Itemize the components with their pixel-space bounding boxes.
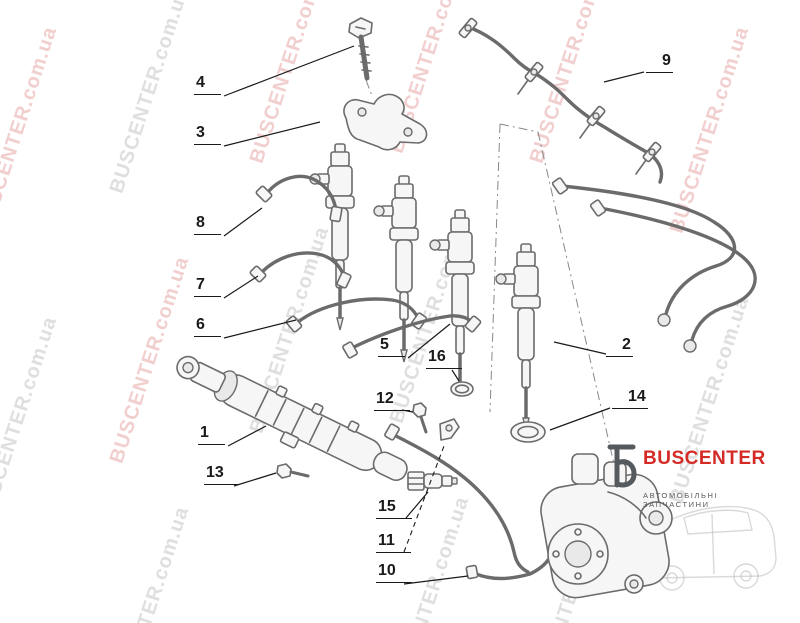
part-label-12: 12 (374, 390, 410, 411)
part-label-1: 1 (198, 424, 225, 445)
part-label-4: 4 (194, 74, 221, 95)
part-label-14: 14 (612, 388, 648, 409)
hp-pipe-part8 (255, 174, 343, 223)
part-label-7: 7 (194, 276, 221, 297)
part-label-8: 8 (194, 214, 221, 235)
washer-part14 (510, 421, 546, 443)
fuel-pump (540, 453, 673, 599)
mounting-bolt-part4 (348, 17, 373, 97)
bolt-part13 (276, 463, 310, 479)
part-label-9: 9 (646, 52, 673, 73)
part-label-3: 3 (194, 124, 221, 145)
leader-lines (223, 45, 645, 585)
hp-pipe-part5 (342, 314, 482, 359)
construction-lines (489, 123, 615, 465)
clamp-bracket-part3 (343, 93, 428, 151)
buscenter-logo: BUSCENTER АВТОМОБІЛЬНІ ЗАПЧАСТИНИ (606, 442, 786, 509)
part-label-5: 5 (378, 336, 405, 357)
fuel-rail-part1 (176, 355, 408, 482)
part-label-2: 2 (606, 336, 633, 357)
clamp-part11 (439, 418, 460, 441)
logo-brand-text: BUSCENTER (643, 448, 766, 469)
fuel-return-hose-part9 (458, 17, 664, 184)
logo-tagline: АВТОМОБІЛЬНІ ЗАПЧАСТИНИ (643, 491, 719, 509)
feed-pipe (384, 423, 530, 574)
part-label-6: 6 (194, 316, 221, 337)
oring-part16 (450, 381, 474, 397)
part-label-11: 11 (376, 532, 411, 553)
part-label-16: 16 (426, 348, 462, 369)
pump-pipe-part10 (465, 558, 550, 581)
part-label-13: 13 (204, 464, 240, 485)
supply-pipes-right (551, 177, 757, 353)
part-label-15: 15 (376, 498, 412, 519)
logo-mark-icon (607, 444, 637, 488)
valve-part15 (407, 471, 458, 491)
part-label-10: 10 (376, 562, 412, 583)
hp-pipe-part7 (249, 251, 352, 289)
